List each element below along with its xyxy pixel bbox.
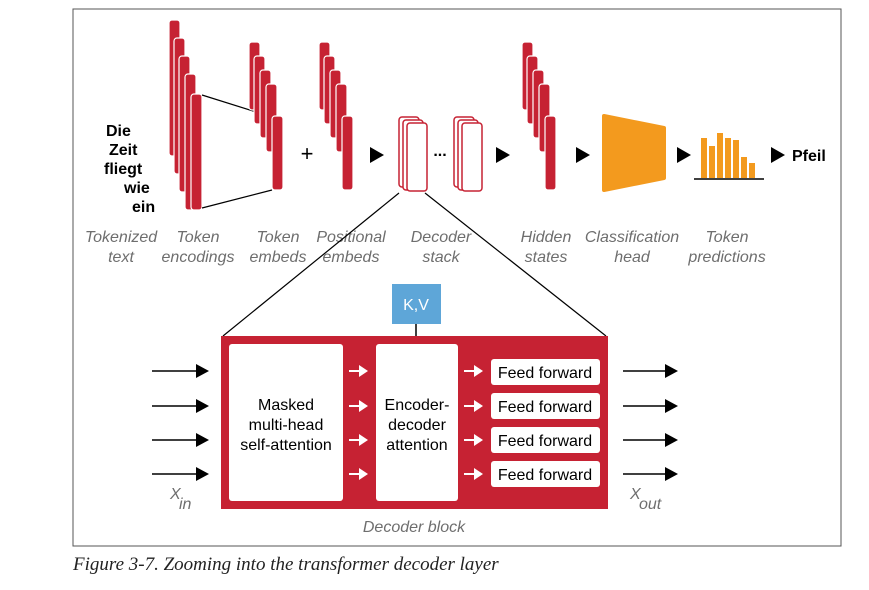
x-out-subscript: out bbox=[639, 496, 662, 513]
label-positional-embeds: embeds bbox=[323, 249, 380, 266]
arrow-right-icon bbox=[677, 147, 691, 163]
decoder-stack: ... bbox=[398, 116, 483, 192]
feed-forward-box bbox=[491, 427, 600, 453]
x-out-label: X bbox=[629, 486, 642, 503]
label-positional-embeds: Positional bbox=[316, 229, 386, 246]
feed-forward-box bbox=[491, 359, 600, 385]
input-word: ein bbox=[132, 199, 155, 216]
label-token-embeds: embeds bbox=[250, 249, 307, 266]
label-decoder-stack: Decoder bbox=[411, 229, 472, 246]
inner-arrows bbox=[349, 365, 483, 480]
x-in-label: X bbox=[169, 486, 182, 503]
input-text: Die Zeit fliegt wie ein bbox=[104, 123, 155, 216]
kv-input: K,V bbox=[392, 284, 441, 362]
figure-caption: Figure 3-7. Zooming into the transformer… bbox=[73, 554, 499, 575]
feed-forward-box bbox=[491, 461, 600, 487]
feed-forward-label: Feed forward bbox=[498, 433, 592, 450]
label-tokenized-text: Tokenized bbox=[85, 229, 158, 246]
stage-labels: Tokenized text Token encodings Token emb… bbox=[85, 229, 766, 266]
label-token-encodings: Token bbox=[177, 229, 220, 246]
feed-forward-label: Feed forward bbox=[498, 399, 592, 416]
decoder-block: Masked multi-head self-attention Encoder… bbox=[221, 336, 608, 509]
feed-forward-box bbox=[491, 393, 600, 419]
figure-frame bbox=[72, 8, 842, 547]
label-decoder-stack: stack bbox=[422, 249, 460, 266]
zoom-line bbox=[222, 192, 400, 337]
token-embeds bbox=[248, 41, 284, 191]
hidden-states bbox=[521, 41, 557, 191]
feed-forward-label: Feed forward bbox=[498, 467, 592, 484]
label-hidden-states: Hidden bbox=[521, 229, 572, 246]
arrow-right-icon bbox=[576, 147, 590, 163]
input-arrows bbox=[152, 364, 209, 481]
masked-attention-label: self-attention bbox=[240, 437, 332, 454]
masked-attention-label: Masked bbox=[258, 397, 314, 414]
encoder-decoder-attention-label: attention bbox=[386, 437, 447, 454]
kv-label: K,V bbox=[403, 297, 429, 314]
label-tokenized-text: text bbox=[108, 249, 134, 266]
label-token-predictions: predictions bbox=[687, 249, 765, 266]
label-token-predictions: Token bbox=[706, 229, 749, 246]
projection-line bbox=[201, 189, 273, 209]
masked-attention-label: multi-head bbox=[249, 417, 324, 434]
token-encodings bbox=[168, 19, 203, 211]
encoder-decoder-attention-box bbox=[376, 344, 458, 501]
input-word: Die bbox=[106, 123, 131, 140]
label-classification-head: head bbox=[614, 249, 651, 266]
plus-sign: + bbox=[301, 141, 314, 166]
masked-attention-box bbox=[229, 344, 343, 501]
output-word: Pfeil bbox=[792, 148, 826, 165]
feed-forward-label: Feed forward bbox=[498, 365, 592, 382]
input-word: fliegt bbox=[104, 161, 143, 178]
label-token-embeds: Token bbox=[257, 229, 300, 246]
label-classification-head: Classification bbox=[585, 229, 679, 246]
input-word: Zeit bbox=[109, 142, 138, 159]
output-arrows bbox=[623, 364, 678, 481]
label-hidden-states: states bbox=[525, 249, 568, 266]
encoder-decoder-attention-label: decoder bbox=[388, 417, 446, 434]
input-word: wie bbox=[123, 180, 150, 197]
decoder-block-label: Decoder block bbox=[363, 519, 466, 536]
x-in-subscript: in bbox=[179, 496, 192, 513]
positional-embeds bbox=[318, 41, 354, 191]
arrow-right-icon bbox=[496, 147, 510, 163]
token-predictions bbox=[694, 133, 764, 180]
stack-ellipsis: ... bbox=[433, 143, 446, 160]
label-token-encodings: encodings bbox=[162, 249, 235, 266]
encoder-decoder-attention-label: Encoder- bbox=[385, 397, 450, 414]
classification-head bbox=[602, 114, 666, 192]
zoom-line bbox=[424, 192, 607, 337]
arrow-right-icon bbox=[771, 147, 785, 163]
arrow-right-icon bbox=[370, 147, 384, 163]
